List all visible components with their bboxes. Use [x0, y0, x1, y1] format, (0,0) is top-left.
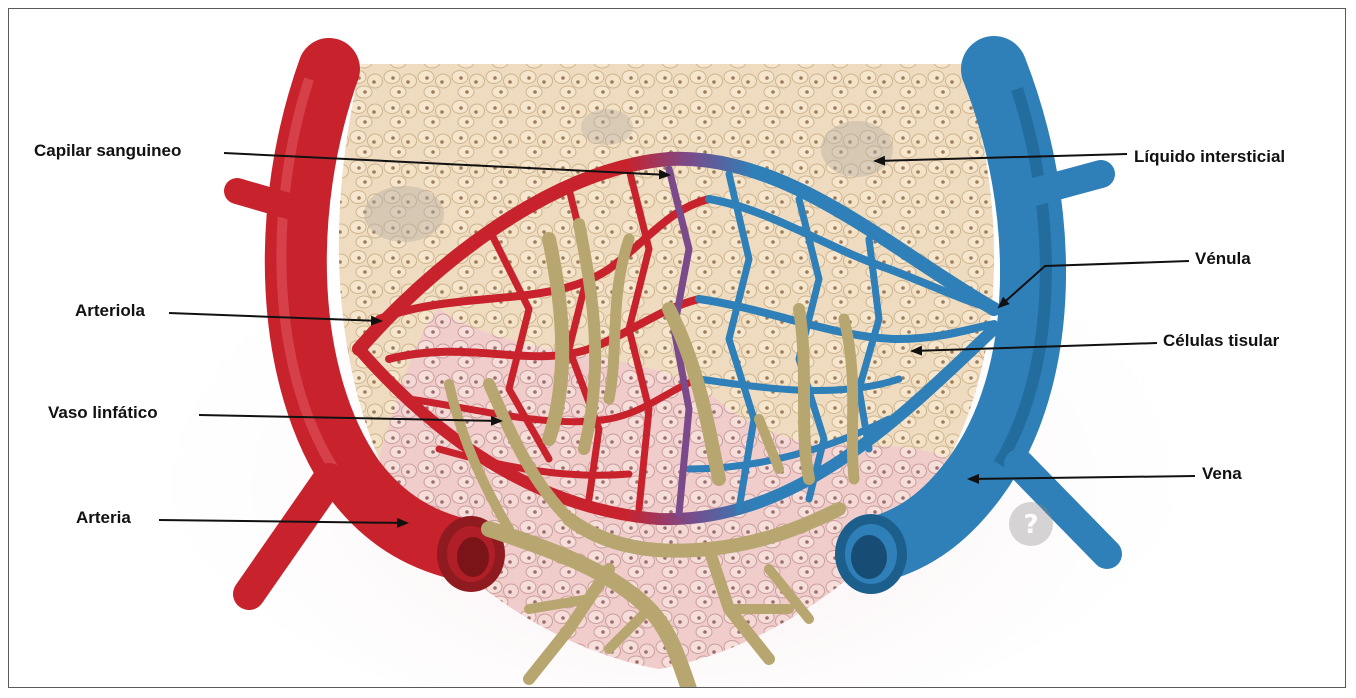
capillary-bed-illustration: ?	[9, 9, 1346, 688]
label-arteriola: Arteriola	[75, 301, 145, 321]
label-vena: Vena	[1202, 464, 1242, 484]
label-venula: Vénula	[1195, 249, 1251, 269]
label-capilar: Capilar sanguineo	[34, 141, 181, 161]
diagram-frame: ? Capilar sanguineo Arteriola Vaso linfá…	[8, 8, 1346, 688]
help-question-icon: ?	[1009, 502, 1053, 546]
label-liquido-intersticial: Líquido intersticial	[1134, 147, 1285, 167]
label-vaso-linfatico: Vaso linfático	[48, 403, 158, 423]
label-celulas-tisular: Células tisular	[1163, 331, 1279, 351]
fluid-blob	[821, 121, 893, 177]
fluid-blob	[364, 186, 444, 242]
svg-text:?: ?	[1023, 510, 1038, 540]
fluid-blob	[581, 109, 633, 145]
label-arteria: Arteria	[76, 508, 131, 528]
